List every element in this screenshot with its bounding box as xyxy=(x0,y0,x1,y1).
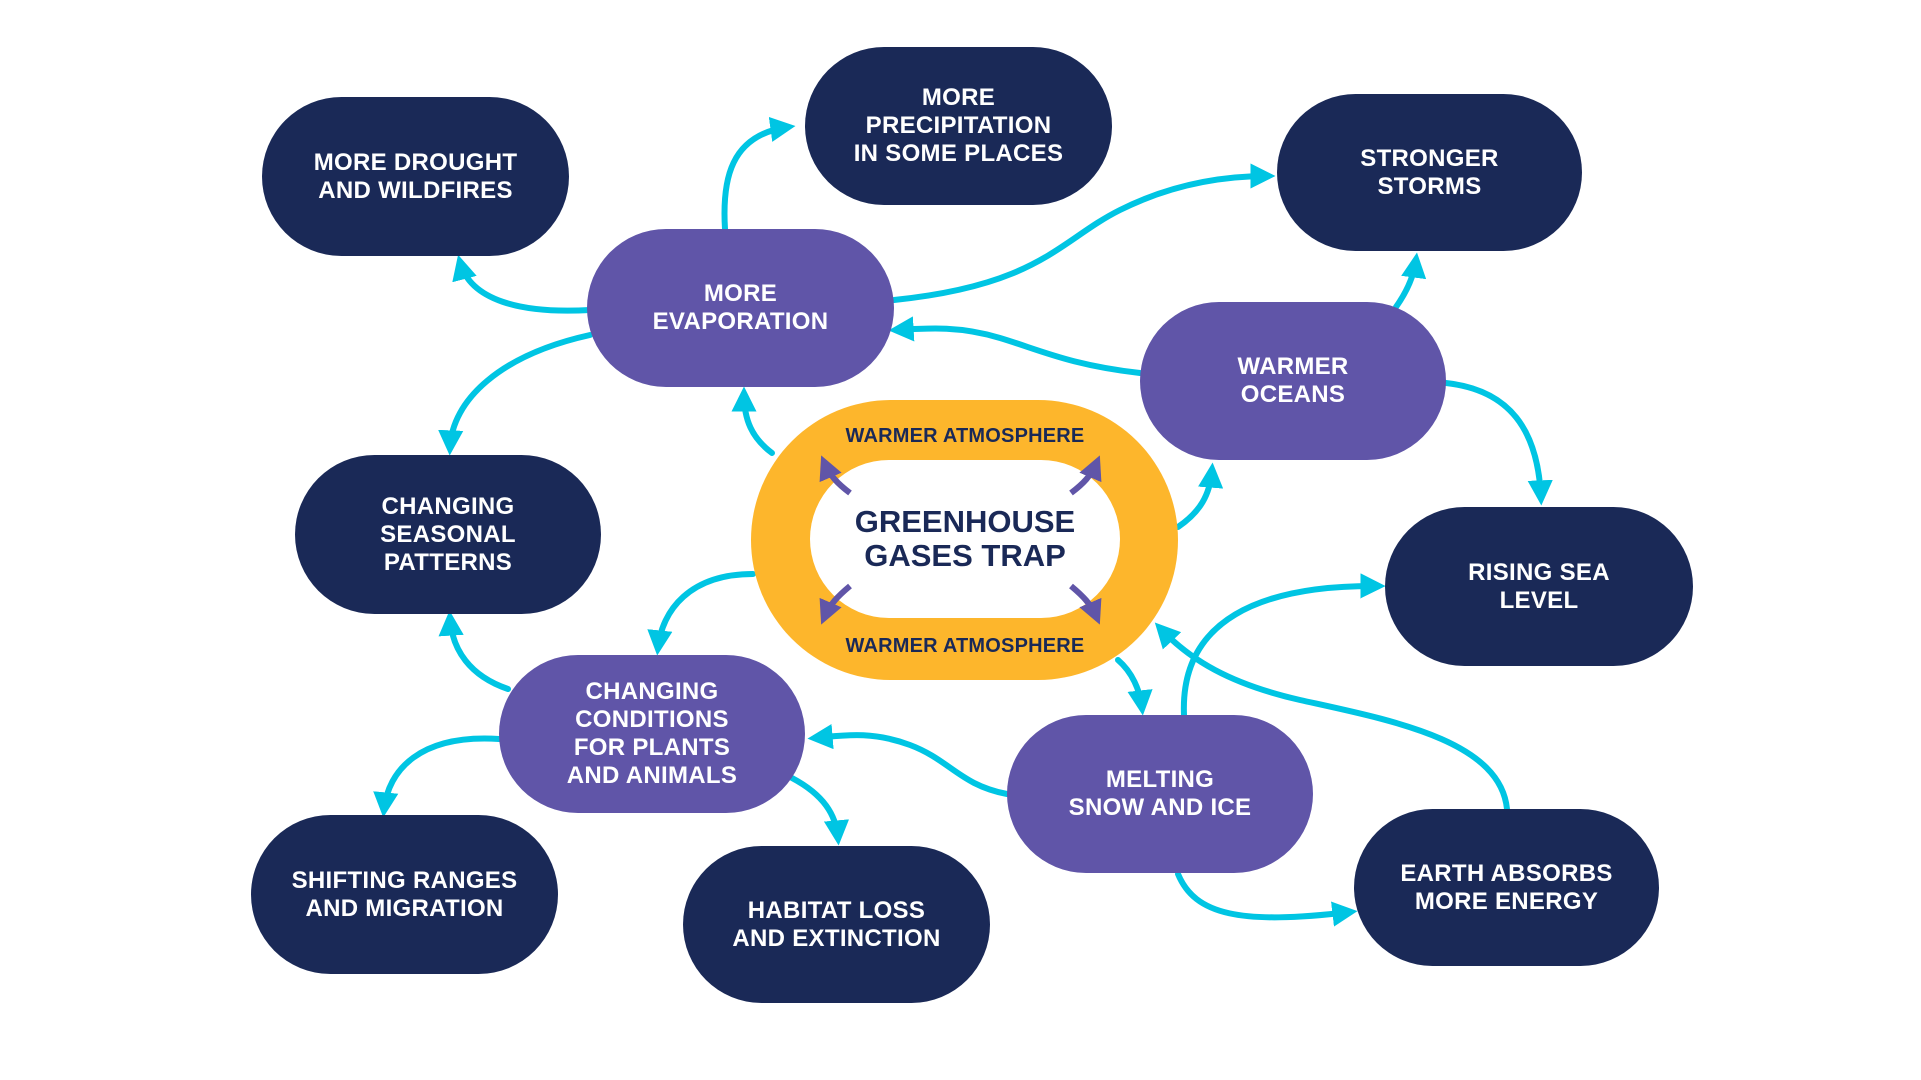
edge-oceans-to-evaporation xyxy=(888,316,1143,376)
node-label: HABITAT LOSS AND EXTINCTION xyxy=(732,896,941,952)
greenhouse-ring xyxy=(751,400,1178,680)
edge-evaporation-to-storms xyxy=(891,163,1276,303)
node-melting-snow-ice[interactable]: MELTING SNOW AND ICE xyxy=(1007,715,1313,873)
edge-ring-to-conditions xyxy=(647,571,756,656)
edge-evaporation-to-seasonal xyxy=(438,332,593,456)
edge-oceans-to-rising-sea xyxy=(1443,380,1553,506)
edge-melting-to-earth xyxy=(1175,871,1358,927)
ring-label-bottom: WARMER ATMOSPHERE xyxy=(845,635,1085,657)
node-label: MORE PRECIPITATION IN SOME PLACES xyxy=(853,84,1064,167)
ring-arrow-top-right xyxy=(1069,455,1102,496)
center-title: GREENHOUSE GASES TRAP xyxy=(854,504,1076,573)
ring-arrow-bottom-left xyxy=(819,583,852,625)
edge-oceans-to-storms xyxy=(1393,252,1427,310)
node-changing-conditions[interactable]: CHANGING CONDITIONS FOR PLANTS AND ANIMA… xyxy=(499,655,805,813)
node-shifting-ranges[interactable]: SHIFTING RANGES AND MIGRATION xyxy=(251,815,558,974)
edge-melting-to-conditions xyxy=(807,724,1010,797)
node-label: SHIFTING RANGES AND MIGRATION xyxy=(291,866,518,922)
node-label: CHANGING SEASONAL PATTERNS xyxy=(380,492,516,576)
edge-conditions-to-shifting xyxy=(373,735,502,818)
edge-evaporation-to-precipitation xyxy=(721,116,796,232)
node-changing-seasonal-patterns[interactable]: CHANGING SEASONAL PATTERNS xyxy=(295,455,601,614)
node-rising-sea-level[interactable]: RISING SEA LEVEL xyxy=(1385,507,1693,666)
node-stronger-storms[interactable]: STRONGER STORMS xyxy=(1277,94,1582,251)
edge-ring-to-evaporation xyxy=(731,386,775,456)
edge-conditions-to-habitat xyxy=(789,775,850,846)
node-warmer-oceans[interactable]: WARMER OCEANS xyxy=(1140,302,1446,460)
node-label: CHANGING CONDITIONS FOR PLANTS AND ANIMA… xyxy=(566,678,738,789)
node-label: WARMER OCEANS xyxy=(1237,353,1349,408)
node-label: STRONGER STORMS xyxy=(1360,144,1499,200)
node-label: MORE DROUGHT AND WILDFIRES xyxy=(313,148,518,204)
edge-evaporation-to-drought xyxy=(452,254,593,314)
edge-conditions-to-seasonal xyxy=(438,610,511,692)
node-more-evaporation[interactable]: MORE EVAPORATION xyxy=(587,229,894,387)
edge-melting-to-rising-sea xyxy=(1180,573,1386,718)
edge-ring-to-oceans xyxy=(1175,462,1224,530)
node-label: MORE EVAPORATION xyxy=(652,280,829,335)
node-label: MELTING SNOW AND ICE xyxy=(1068,766,1252,821)
ring-arrow-bottom-right xyxy=(1069,583,1102,625)
edge-earth-to-ring xyxy=(1154,622,1510,812)
edge-ring-to-melting xyxy=(1115,657,1153,716)
node-label: RISING SEA LEVEL xyxy=(1468,558,1610,614)
ring-label-top: WARMER ATMOSPHERE xyxy=(845,425,1085,447)
node-label: EARTH ABSORBS MORE ENERGY xyxy=(1400,859,1613,915)
ring-inner xyxy=(810,460,1120,618)
node-more-drought[interactable]: MORE DROUGHT AND WILDFIRES xyxy=(262,97,569,256)
node-earth-absorbs-energy[interactable]: EARTH ABSORBS MORE ENERGY xyxy=(1354,809,1659,966)
ring-arrow-top-left xyxy=(819,455,852,496)
node-habitat-loss[interactable]: HABITAT LOSS AND EXTINCTION xyxy=(683,846,990,1003)
node-more-precipitation[interactable]: MORE PRECIPITATION IN SOME PLACES xyxy=(805,47,1112,205)
